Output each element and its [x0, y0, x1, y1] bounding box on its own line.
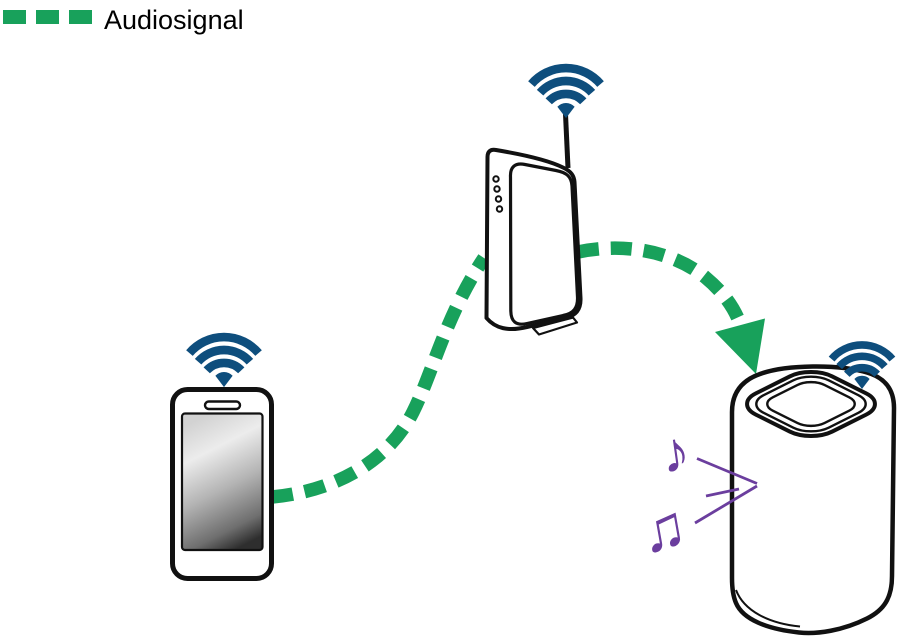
router-illustration — [484, 113, 583, 336]
audio-signal-dash — [3, 10, 26, 24]
sound-wave-line — [705, 487, 740, 498]
audio-signal-arrowhead — [715, 318, 765, 374]
speaker-body — [729, 364, 897, 636]
speaker-top-surface — [759, 378, 862, 430]
legend-label: Audiosignal — [104, 5, 244, 35]
sound-wave-line — [696, 457, 758, 485]
smartphone-illustration — [170, 387, 274, 581]
audio-signal-path-phone-to-router — [271, 254, 490, 504]
legend: Audiosignal — [3, 5, 244, 35]
smartphone-screen — [180, 412, 264, 552]
single-music-note-icon: ♪ — [657, 419, 694, 486]
wifi-icon-router — [531, 68, 600, 118]
router-antenna — [563, 113, 571, 169]
router-front-panel — [508, 162, 580, 326]
sound-wave-line — [694, 484, 758, 525]
wifi-icon-smartphone — [189, 337, 258, 387]
speaker-top-middle-rim — [746, 371, 876, 436]
audio-signal-path-router-to-speaker — [576, 241, 746, 324]
audio-signal-dash — [36, 10, 59, 24]
speaker-bottom-rim — [735, 589, 801, 628]
double-music-note-icon: ♫ — [635, 491, 692, 566]
smartphone-earpiece — [203, 400, 242, 411]
audio-signal-dash — [69, 10, 92, 24]
router-leds — [492, 175, 504, 213]
speaker-illustration — [729, 364, 897, 636]
